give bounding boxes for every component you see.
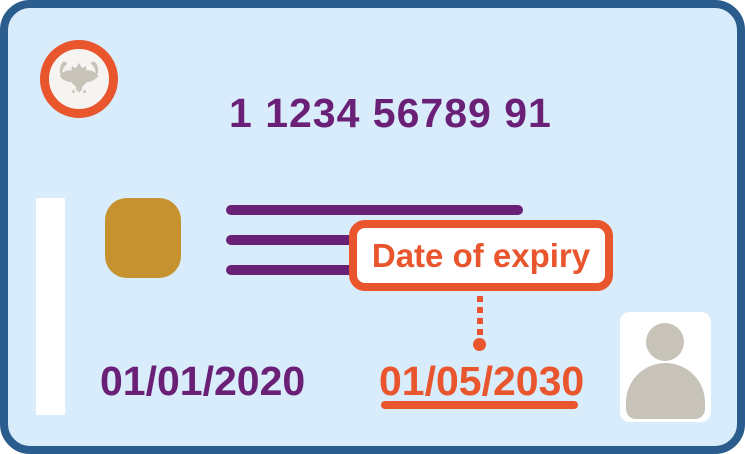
silhouette-head bbox=[646, 323, 684, 361]
smart-card-chip bbox=[105, 198, 181, 278]
expiry-date-underline bbox=[381, 401, 578, 409]
issue-date: 01/01/2020 bbox=[100, 358, 306, 404]
garuda-emblem-icon bbox=[59, 61, 99, 94]
person-silhouette-icon bbox=[620, 312, 711, 422]
photo-placeholder bbox=[620, 312, 711, 422]
connector-dot bbox=[473, 338, 486, 351]
emblem-badge bbox=[40, 40, 118, 118]
silhouette-shoulders bbox=[626, 363, 705, 419]
id-number: 1 1234 56789 91 bbox=[229, 90, 552, 136]
expiry-date: 01/05/2030 bbox=[379, 358, 585, 404]
connector-dotted-line bbox=[477, 296, 483, 335]
redacted-text-line bbox=[226, 205, 523, 215]
expiry-callout-label: Date of expiry bbox=[371, 236, 591, 274]
side-stripe-decoration bbox=[36, 198, 65, 415]
expiry-callout-box: Date of expiry bbox=[349, 220, 613, 291]
